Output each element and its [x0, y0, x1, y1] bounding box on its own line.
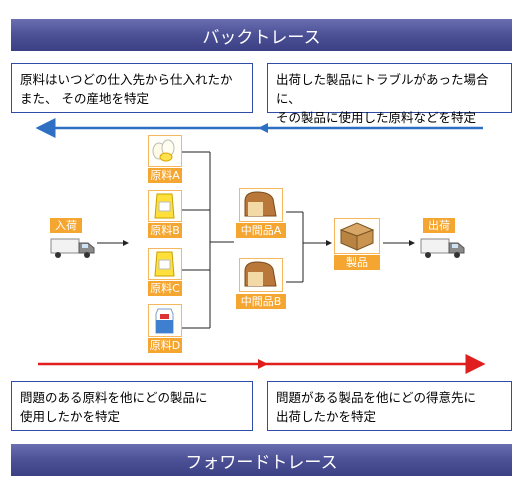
note-line: 出荷したかを特定 [276, 409, 377, 424]
note-line: 使用したかを特定 [20, 409, 121, 424]
forward-trace-banner: フォワードトレース [11, 444, 512, 476]
intermediate-b-frame [239, 258, 283, 292]
material-c-label: 原料C [148, 281, 182, 296]
backtrace-arrow-mid-head [258, 123, 268, 133]
bread-loaf-icon [244, 261, 277, 287]
material-a-frame [148, 135, 182, 167]
material-d-frame [148, 304, 182, 337]
material-d-label: 原料D [148, 338, 182, 353]
backtrace-product-note: 出荷した製品にトラブルがあった場合に、 その製品に使用した原料などを特定 [267, 63, 512, 125]
note-line: その製品に使用した原料などを特定 [276, 110, 477, 125]
note-line: 問題がある製品を他にどの得意先に [276, 390, 477, 405]
backtrace-material-note: 原料はいつどの仕入先から仕入れたか また、 その産地を特定 [11, 63, 253, 113]
receiving-label: 入荷 [50, 218, 82, 233]
material-b-frame [148, 190, 182, 222]
intermediate-bracket [286, 211, 304, 283]
note-line: また、 その産地を特定 [20, 91, 149, 106]
backtrace-title: バックトレース [202, 27, 321, 48]
material-b-label: 原料B [148, 223, 182, 238]
forward-arrow-mid-head [258, 359, 268, 369]
flour-bag-icon [154, 193, 175, 219]
intermediate-a-label: 中間品A [236, 223, 286, 238]
product-frame [334, 218, 380, 254]
material-bracket [181, 151, 211, 329]
eggs-icon [152, 139, 175, 162]
shipping-label: 出荷 [423, 218, 455, 233]
backtrace-banner: バックトレース [11, 19, 512, 51]
shipping-truck-icon [420, 236, 466, 260]
forward-trace-title: フォワードトレース [185, 452, 338, 473]
intermediate-b-label: 中間品B [236, 294, 286, 309]
note-line: 原料はいつどの仕入先から仕入れたか [20, 72, 233, 87]
receiving-truck-icon [50, 236, 96, 260]
note-line: 問題のある原料を他にどの製品に [20, 390, 208, 405]
forward-product-note: 問題がある製品を他にどの得意先に 出荷したかを特定 [267, 381, 512, 431]
material-c-frame [148, 248, 182, 280]
milk-carton-icon [155, 308, 174, 334]
note-line: 出荷した製品にトラブルがあった場合に、 [276, 72, 489, 106]
product-label: 製品 [334, 255, 380, 270]
material-a-label: 原料A [148, 168, 182, 183]
forward-material-note: 問題のある原料を他にどの製品に 使用したかを特定 [11, 381, 253, 431]
cardboard-box-icon [339, 222, 375, 251]
bread-loaf-icon [244, 191, 277, 217]
intermediate-a-frame [239, 188, 283, 222]
flour-bag-icon [154, 251, 175, 277]
